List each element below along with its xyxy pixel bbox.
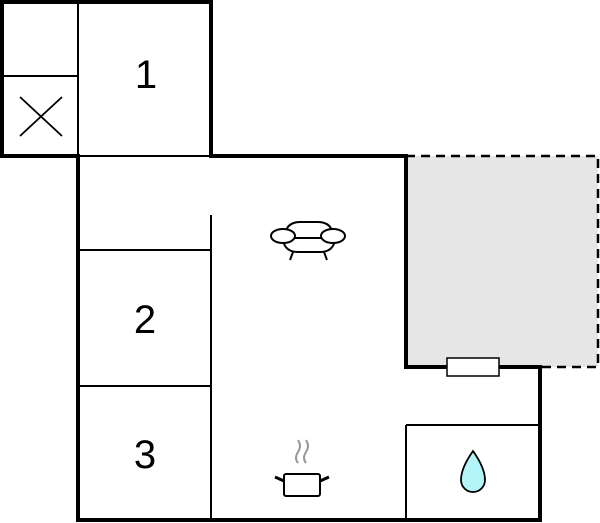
inner-walls <box>2 2 540 520</box>
outer-walls <box>0 0 542 522</box>
cooking-pot-icon <box>274 439 330 497</box>
sofa-icon <box>270 221 346 261</box>
room-label-2: 2 <box>134 298 156 342</box>
terrace <box>406 154 600 369</box>
window-icon <box>446 357 500 377</box>
water-drop-icon <box>460 449 486 493</box>
cross-icon <box>19 96 63 137</box>
room-label-1: 1 <box>135 53 157 97</box>
room-label-3: 3 <box>134 433 156 477</box>
